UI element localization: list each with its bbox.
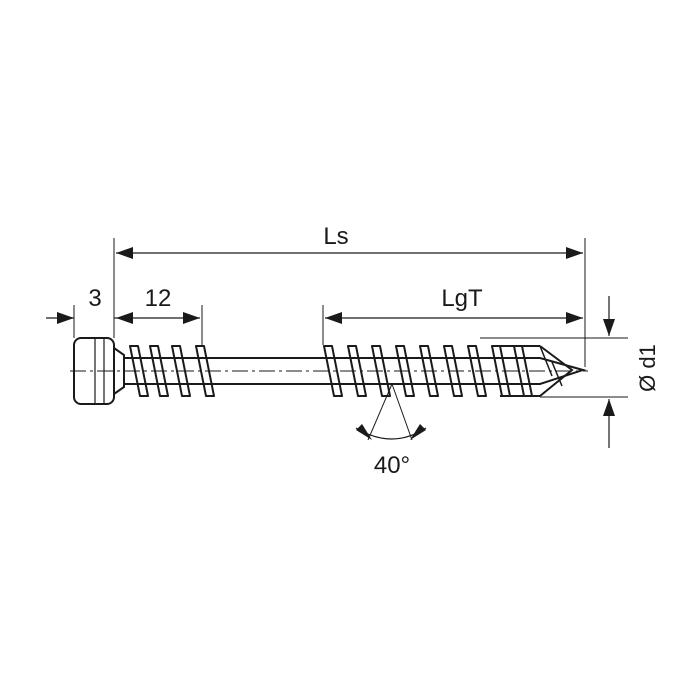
dimension-diameter [480,296,628,448]
label-point-angle: 40° [374,452,410,479]
thread-flight [171,345,191,397]
label-head-height: 3 [88,285,101,312]
dimension-overall-length [113,238,586,367]
thread-flight [347,345,367,397]
thread-flight [371,345,391,397]
thread-flight [467,345,487,397]
label-thread-length: LgT [441,285,483,312]
main-thread [323,345,533,397]
label-diameter: Ø d1 [635,344,660,392]
screw-shank [124,357,485,385]
thread-flight [419,345,439,397]
thread-flight [323,345,343,397]
label-overall-length: Ls [323,223,348,250]
thread-flight [443,345,463,397]
thread-flight [149,345,169,397]
label-upper-thread-length: 12 [145,285,172,312]
dimension-upper-thread-length [116,305,203,345]
dimension-point-angle [355,383,427,441]
upper-thread [129,345,215,397]
thread-flight [195,345,215,397]
thread-flight [129,345,149,397]
thread-flight [395,345,415,397]
screw-tip [485,345,587,397]
dimension-thread-length [322,305,583,345]
